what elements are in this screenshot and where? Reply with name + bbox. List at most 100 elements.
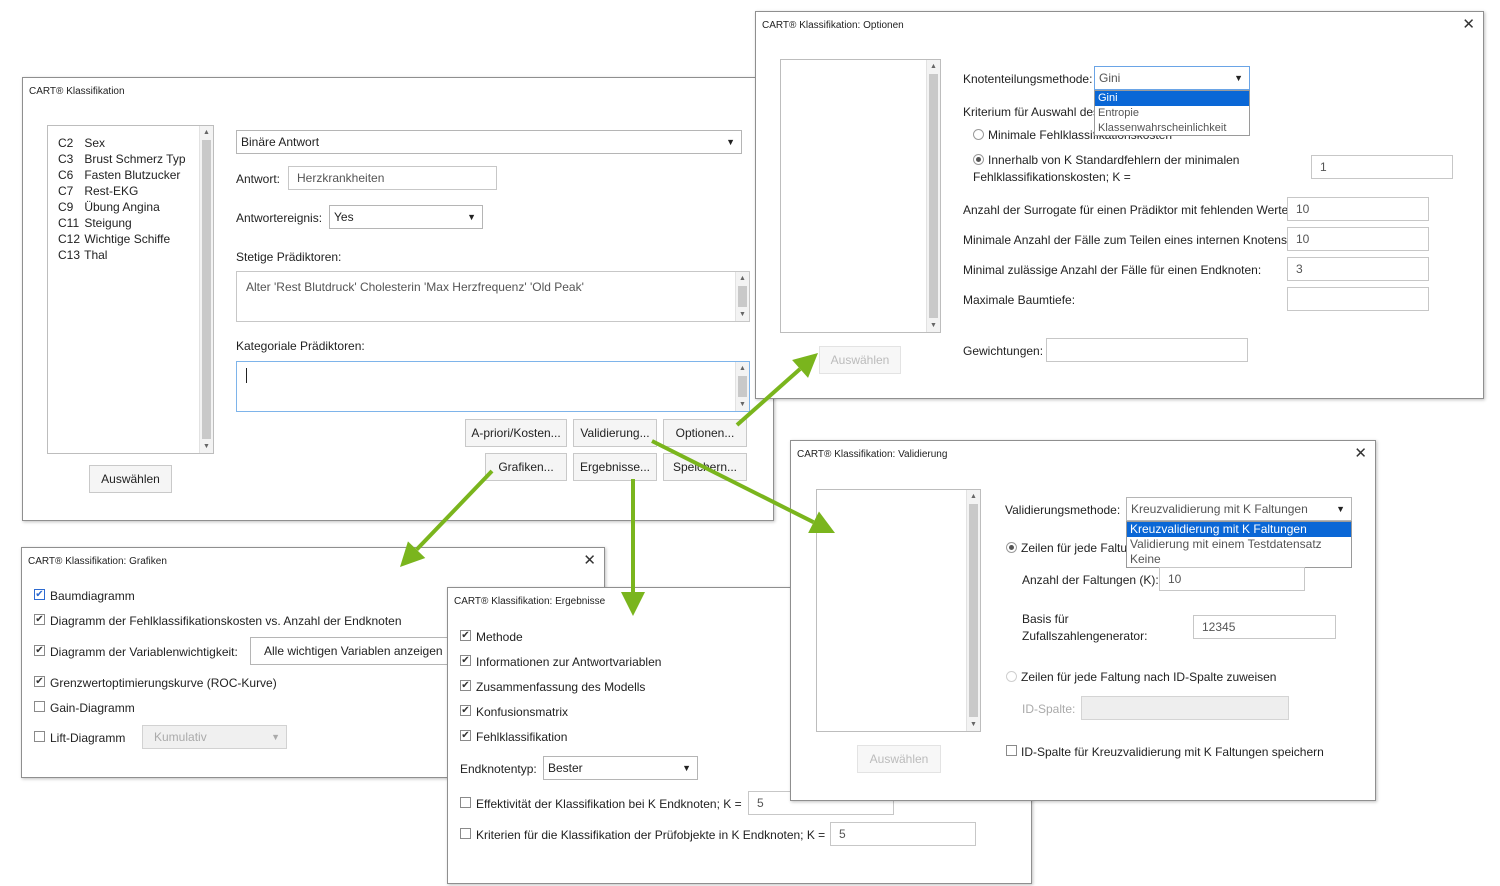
variable-list[interactable]: C2 Sex C3 Brust Schmerz Typ C6 Fasten Bl… — [47, 125, 214, 454]
roc-checkbox[interactable]: ✔ — [34, 676, 45, 687]
list-item[interactable]: C7 Rest-EKG — [58, 184, 139, 198]
scroll-thumb[interactable] — [738, 286, 747, 307]
dropdown-option[interactable]: Validierung mit einem Testdatensatz — [1130, 537, 1322, 551]
select-button[interactable]: Auswählen — [857, 745, 941, 773]
assign-id-radio[interactable] — [1006, 671, 1017, 682]
assign-random-radio[interactable] — [1006, 542, 1017, 553]
node-type-select[interactable]: Bester▼ — [543, 756, 698, 780]
criterion-k-radio[interactable] — [973, 154, 984, 165]
dropdown-option[interactable]: Gini — [1095, 91, 1249, 106]
response-info-checkbox[interactable]: ✔ — [460, 655, 471, 666]
scroll-down-icon[interactable]: ▼ — [739, 311, 746, 318]
dropdown-option[interactable]: Kreuzvalidierung mit K Faltungen — [1127, 522, 1351, 537]
chevron-down-icon: ▼ — [467, 212, 476, 222]
weights-input[interactable] — [1046, 338, 1248, 362]
misclassification-checkbox[interactable]: ✔ — [460, 730, 471, 741]
list-item[interactable]: C9 Übung Angina — [58, 200, 160, 214]
list-scrollbar[interactable]: ▲ ▼ — [966, 490, 980, 731]
lift-select[interactable]: Kumulativ▼ — [142, 725, 287, 749]
min-split-input[interactable]: 10 — [1287, 227, 1429, 251]
method-checkbox[interactable]: ✔ — [460, 630, 471, 641]
store-id-checkbox[interactable] — [1006, 745, 1017, 756]
dropdown-option[interactable]: Keine — [1130, 552, 1161, 566]
validation-button[interactable]: Validierung... — [573, 419, 657, 447]
response-input[interactable]: Herzkrankheiten — [288, 166, 497, 190]
results-button[interactable]: Ergebnisse... — [573, 453, 657, 481]
k-input[interactable]: 1 — [1311, 155, 1453, 179]
list-scrollbar[interactable]: ▲ ▼ — [199, 126, 213, 453]
close-icon[interactable]: ✕ — [1354, 445, 1367, 462]
textarea-scrollbar[interactable]: ▲ ▼ — [735, 272, 749, 321]
scroll-thumb[interactable] — [202, 140, 211, 439]
list-item[interactable]: C11 Steigung — [58, 216, 132, 230]
validation-method-dropdown[interactable]: Kreuzvalidierung mit K Faltungen Validie… — [1126, 521, 1352, 568]
id-input[interactable] — [1081, 696, 1289, 720]
list-item[interactable]: C13 Thal — [58, 248, 108, 262]
select-button[interactable]: Auswählen — [819, 346, 901, 374]
gain-label: Gain-Diagramm — [50, 701, 135, 715]
results-dialog-title: CART® Klassifikation: Ergebnisse — [454, 596, 606, 607]
criteria-checkbox[interactable] — [460, 828, 471, 839]
seed-input[interactable]: 12345 — [1193, 615, 1336, 639]
options-variable-list[interactable]: ▲ ▼ — [780, 59, 941, 333]
list-item[interactable]: C12 Wichtige Schiffe — [58, 232, 171, 246]
assign-random-label: Zeilen für jede Faltung — [1021, 541, 1141, 555]
dropdown-option[interactable]: Klassenwahrscheinlichkeit — [1098, 122, 1227, 134]
misclass-plot-checkbox[interactable]: ✔ — [34, 614, 45, 625]
assign-id-label: Zeilen für jede Faltung nach ID-Spalte z… — [1021, 670, 1277, 684]
prior-costs-button[interactable]: A-priori/Kosten... — [465, 419, 567, 447]
list-item[interactable]: C6 Fasten Blutzucker — [58, 168, 181, 182]
gain-checkbox[interactable] — [34, 701, 45, 712]
lift-checkbox[interactable] — [34, 731, 45, 742]
options-button[interactable]: Optionen... — [663, 419, 747, 447]
scroll-up-icon[interactable]: ▲ — [739, 275, 746, 282]
importance-plot-checkbox[interactable]: ✔ — [34, 645, 45, 656]
split-method-dropdown[interactable]: Gini Entropie Klassenwahrscheinlichkeit — [1094, 90, 1250, 136]
validation-method-select[interactable]: Kreuzvalidierung mit K Faltungen▼ — [1126, 497, 1352, 521]
scroll-up-icon[interactable]: ▲ — [203, 129, 210, 136]
dropdown-option[interactable]: Entropie — [1098, 107, 1139, 119]
model-summary-label: Zusammenfassung des Modells — [476, 680, 646, 694]
response-info-label: Informationen zur Antwortvariablen — [476, 655, 662, 669]
scroll-down-icon[interactable]: ▼ — [970, 721, 977, 728]
importance-select[interactable]: Alle wichtigen Variablen anzeigen — [250, 637, 460, 665]
criteria-input[interactable]: 5 — [830, 822, 976, 846]
validation-dialog-title: CART® Klassifikation: Validierung — [797, 449, 948, 460]
chevron-down-icon: ▼ — [726, 137, 735, 147]
select-button[interactable]: Auswählen — [89, 465, 172, 493]
effectiveness-checkbox[interactable] — [460, 797, 471, 808]
tree-checkbox[interactable]: ✔ — [34, 589, 45, 600]
split-method-select[interactable]: Gini▼ — [1094, 66, 1250, 90]
scroll-thumb[interactable] — [738, 376, 747, 397]
textarea-scrollbar[interactable]: ▲ ▼ — [735, 362, 749, 411]
close-icon[interactable]: ✕ — [583, 552, 596, 569]
response-type-select[interactable]: Binäre Antwort▼ — [236, 130, 742, 154]
storage-button[interactable]: Speichern... — [663, 453, 747, 481]
categorical-predictors-field[interactable]: ▲ ▼ — [236, 361, 750, 412]
close-icon[interactable]: ✕ — [1462, 16, 1475, 33]
list-scrollbar[interactable]: ▲ ▼ — [926, 60, 940, 332]
scroll-up-icon[interactable]: ▲ — [970, 493, 977, 500]
graphs-button[interactable]: Grafiken... — [485, 453, 567, 481]
method-label: Methode — [476, 630, 523, 644]
node-type-label: Endknotentyp: — [460, 762, 537, 776]
model-summary-checkbox[interactable]: ✔ — [460, 680, 471, 691]
scroll-down-icon[interactable]: ▼ — [930, 322, 937, 329]
event-select[interactable]: Yes▼ — [329, 205, 483, 229]
validation-variable-list[interactable]: ▲ ▼ — [816, 489, 981, 732]
scroll-up-icon[interactable]: ▲ — [739, 365, 746, 372]
scroll-thumb[interactable] — [969, 504, 978, 717]
criterion-min-radio[interactable] — [973, 129, 984, 140]
max-depth-input[interactable] — [1287, 287, 1429, 311]
list-item[interactable]: C2 Sex — [58, 136, 106, 150]
scroll-up-icon[interactable]: ▲ — [930, 63, 937, 70]
list-item[interactable]: C3 Brust Schmerz Typ — [58, 152, 186, 166]
confusion-checkbox[interactable]: ✔ — [460, 705, 471, 716]
folds-input[interactable]: 10 — [1159, 567, 1305, 591]
surrogates-input[interactable]: 10 — [1287, 197, 1429, 221]
scroll-down-icon[interactable]: ▼ — [739, 401, 746, 408]
scroll-down-icon[interactable]: ▼ — [203, 443, 210, 450]
scroll-thumb[interactable] — [929, 74, 938, 318]
continuous-predictors-field[interactable]: Alter 'Rest Blutdruck' Cholesterin 'Max … — [236, 271, 750, 322]
min-terminal-input[interactable]: 3 — [1287, 257, 1429, 281]
